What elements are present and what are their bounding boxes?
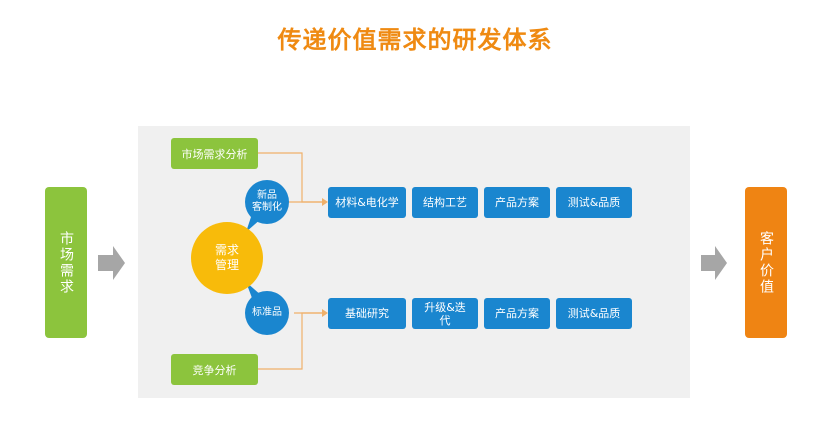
bottom-step-label: 升级&迭 代 — [424, 300, 466, 327]
top-step-testing: 测试&品质 — [556, 187, 632, 218]
standard-product-label: 标准品 — [252, 307, 282, 318]
new-product-label: 新品 客制化 — [252, 190, 282, 213]
bottom-step-iteration: 升级&迭 代 — [412, 298, 478, 329]
market-analysis-label: 市场需求分析 — [181, 147, 248, 161]
bottom-step-label: 产品方案 — [495, 307, 539, 320]
standard-product-bubble: 标准品 — [245, 291, 289, 335]
new-product-bubble: 新品 客制化 — [245, 180, 289, 224]
demand-management-circle: 需求 管理 — [191, 222, 263, 294]
bottom-step-label: 测试&品质 — [567, 307, 621, 320]
customer-value-bar: 客户价值 — [745, 187, 787, 338]
connector-arrowhead-top — [322, 198, 328, 206]
demand-management-label: 需求 管理 — [214, 243, 239, 272]
bottom-step-product-plan: 产品方案 — [484, 298, 550, 329]
top-step-materials: 材料&电化学 — [328, 187, 406, 218]
page-title: 传递价值需求的研发体系 — [277, 26, 553, 54]
market-demand-label: 市场需求 — [58, 230, 74, 295]
competition-analysis-box: 竞争分析 — [171, 354, 258, 385]
competition-analysis-label: 竞争分析 — [192, 363, 237, 377]
right-arrow-icon — [701, 246, 727, 280]
top-step-label: 测试&品质 — [567, 196, 621, 209]
market-demand-bar: 市场需求 — [45, 187, 87, 338]
top-step-label: 材料&电化学 — [335, 196, 399, 209]
top-step-structure: 结构工艺 — [412, 187, 478, 218]
bottom-step-label: 基础研究 — [345, 307, 389, 320]
bottom-step-research: 基础研究 — [328, 298, 406, 329]
connector-arrowhead-bottom — [322, 309, 328, 317]
bottom-step-testing: 测试&品质 — [556, 298, 632, 329]
top-step-label: 产品方案 — [495, 196, 539, 209]
customer-value-label: 客户价值 — [758, 230, 774, 295]
top-step-product-plan: 产品方案 — [484, 187, 550, 218]
top-step-label: 结构工艺 — [423, 196, 467, 209]
left-arrow-icon — [98, 246, 125, 280]
market-analysis-box: 市场需求分析 — [171, 138, 258, 169]
